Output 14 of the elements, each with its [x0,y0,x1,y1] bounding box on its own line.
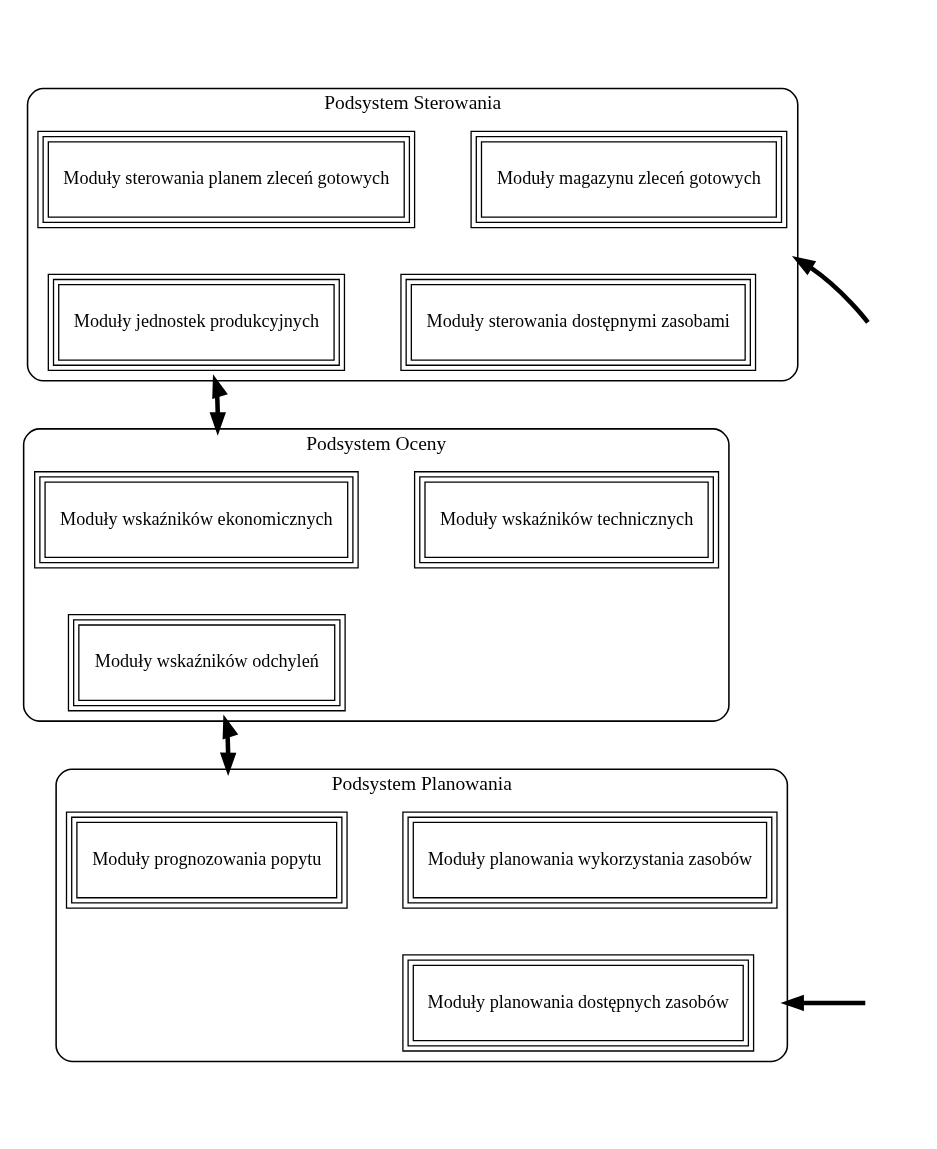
node-box: Moduły jednostek produkcyjnych [47,273,346,371]
node-box: Moduły sterowania dostępnymi zasobami [400,273,757,371]
node-box: Moduły wskaźników odchyleń [67,613,346,711]
arrow [791,255,870,324]
arrow [780,994,866,1011]
arrow [219,714,239,776]
node-box: Moduły planowania dostępnych zasobów [402,953,755,1052]
node-box: Moduły planowania wykorzystania zasobów [402,810,778,909]
node-box: Moduły sterowania planem zleceń gotowych [37,130,416,228]
node-box: Moduły wskaźników ekonomicznych [34,470,359,568]
node-box: Moduły magazynu zleceń gotowych [470,130,788,228]
node-box: Moduły prognozowania popytu [65,810,348,909]
node-box: Moduły wskaźników technicznych [413,470,720,568]
arrow [209,373,228,436]
